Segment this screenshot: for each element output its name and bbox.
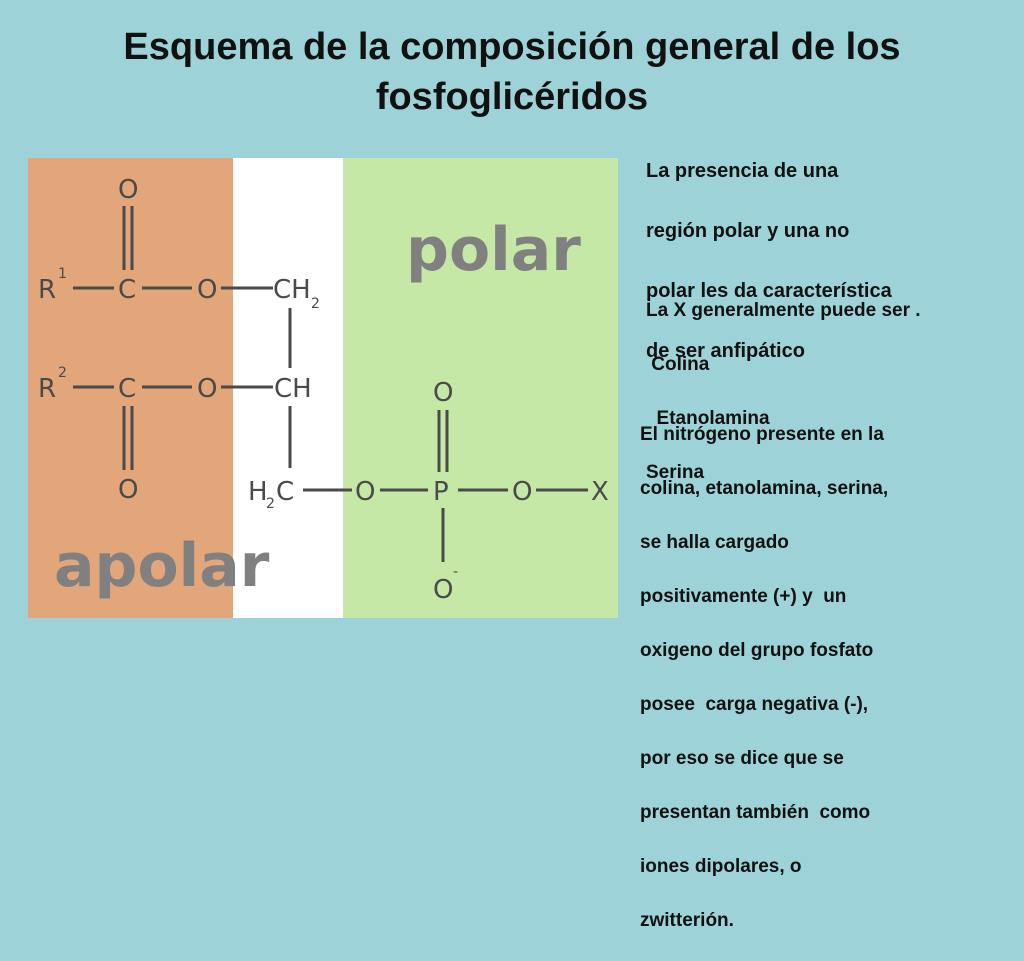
- atom-h2c-c: C: [276, 477, 294, 507]
- note-line: zwitterión.: [640, 910, 734, 931]
- note-x-group: La X generalmente puede ser . Colina Eta…: [646, 270, 986, 513]
- note-line: El nitrógeno presente en la: [640, 424, 884, 445]
- atom-r1: R: [38, 275, 56, 305]
- apolar-label: apolar: [54, 531, 270, 601]
- note-line: Etanolamina: [646, 408, 770, 429]
- atom-x: X: [591, 477, 609, 507]
- note-line: por eso se dice que se: [640, 748, 844, 769]
- atom-h2c-subscript: 2: [266, 496, 275, 512]
- note-line: La presencia de una: [646, 160, 839, 182]
- note-line: presentan también como: [640, 802, 871, 823]
- note-line: Colina: [646, 354, 710, 375]
- atom-ch2-top: CH: [273, 275, 311, 305]
- atom-p: P: [433, 477, 449, 507]
- note-line: Serina: [646, 462, 705, 483]
- atom-o-phosphoryl: O: [433, 378, 453, 408]
- atom-o-carbonyl-2: O: [118, 475, 138, 505]
- atom-ch2-top-subscript: 2: [311, 296, 320, 312]
- atom-o-minus: O: [433, 575, 453, 605]
- atom-h2c-h: H: [248, 477, 268, 507]
- polar-region: [343, 158, 618, 618]
- note-line: de ser anfipático: [646, 340, 805, 362]
- atom-ch: CH: [274, 374, 312, 404]
- phosphoglyceride-diagram: polar apolar: [28, 158, 618, 618]
- atom-c2: C: [118, 374, 136, 404]
- note-zwitterion: El nitrógeno presente en la colina, etan…: [640, 394, 980, 961]
- note-line: oxigeno del grupo fosfato: [640, 640, 874, 661]
- note-line: se halla cargado: [640, 532, 789, 553]
- note-line: región polar y una no: [646, 220, 850, 242]
- atom-o-ester-2: O: [197, 374, 217, 404]
- polar-label: polar: [406, 215, 581, 285]
- note-line: polar les da característica: [646, 280, 892, 302]
- note-line: iones dipolares, o: [640, 856, 802, 877]
- atom-o-ester-x: O: [512, 477, 532, 507]
- atom-r1-superscript: 1: [58, 266, 67, 282]
- note-amphipathic: La presencia de una región polar y una n…: [646, 126, 986, 396]
- note-line: positivamente (+) y un: [640, 586, 847, 607]
- atom-r2-superscript: 2: [58, 365, 67, 381]
- atom-minus-charge: -: [453, 564, 458, 580]
- structure-svg: polar apolar: [28, 158, 618, 618]
- atom-o-carbonyl-1: O: [118, 175, 138, 205]
- note-line: colina, etanolamina, serina,: [640, 478, 889, 499]
- note-line: La X generalmente puede ser .: [646, 300, 921, 321]
- atom-r2: R: [38, 374, 56, 404]
- atom-o-ester-1: O: [197, 275, 217, 305]
- note-line: posee carga negativa (-),: [640, 694, 869, 715]
- slide-title: Esquema de la composición general de los…: [123, 26, 901, 118]
- atom-c1: C: [118, 275, 136, 305]
- atom-o-phosphate-ester: O: [355, 477, 375, 507]
